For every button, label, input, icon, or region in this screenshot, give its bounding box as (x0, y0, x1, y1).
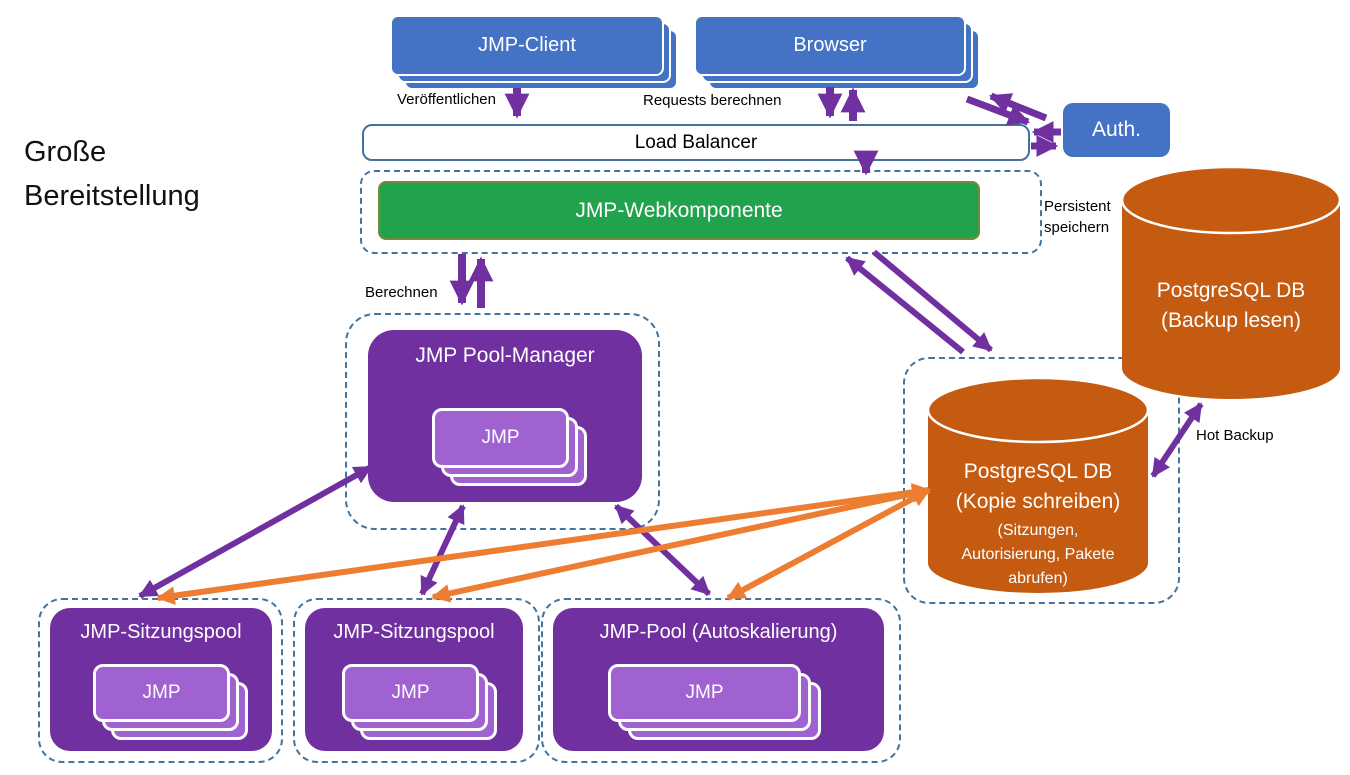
db-backup-body (1122, 200, 1340, 399)
jmp-client-label: JMP-Client (478, 34, 576, 56)
db-backup-label-line1: PostgreSQL DB (1157, 279, 1306, 302)
db-backup-cylinder: PostgreSQL DB (Backup lesen) (1120, 165, 1342, 399)
arrow-auth-to-browser (988, 92, 1048, 122)
browser-node: Browser (694, 15, 966, 76)
pool1-jmp-node: JMP (93, 664, 230, 722)
db-copy-body (928, 410, 1148, 593)
pool1-label: JMP-Sitzungspool (80, 621, 242, 643)
db-copy-container (903, 357, 1180, 604)
edge-label-hot-backup: Hot Backup (1196, 427, 1274, 444)
arrow-db-to-web (845, 255, 965, 355)
load-balancer-node: Load Balancer (362, 124, 1030, 161)
db-copy-label-line2: (Kopie schreiben) (956, 490, 1121, 513)
db-copy-label-line1: PostgreSQL DB (964, 460, 1113, 483)
db-backup-top (1120, 165, 1342, 235)
edge-label-persistent-line2: speichern (1044, 219, 1110, 236)
arrow-browser-to-auth (965, 95, 1031, 126)
pool3-label: JMP-Pool (Autoskalierung) (599, 621, 838, 643)
edge-label-persistent-line1: Persistent (1044, 198, 1111, 215)
pool2-label: JMP-Sitzungspool (333, 621, 495, 643)
pool-manager-jmp-node: JMP (432, 408, 569, 468)
edge-label-berechnen: Berechnen (365, 284, 438, 301)
load-balancer-label: Load Balancer (634, 131, 758, 153)
edge-label-veroeffentlichen: Veröffentlichen (397, 91, 496, 108)
db-copy-label-line4: Autorisierung, Pakete (962, 546, 1115, 563)
db-copy-top (926, 376, 1150, 444)
jmp-label: JMP (685, 682, 724, 703)
diagram-title: Große Bereitstellung (24, 130, 200, 218)
arrow-pm-pool1 (138, 464, 373, 599)
db-backup-label-line2: (Backup lesen) (1161, 309, 1301, 332)
auth-label: Auth. (1091, 118, 1142, 141)
auth-node: Auth. (1063, 103, 1170, 157)
diagram-title-line1: Große (24, 136, 107, 168)
webkomponente-label: JMP-Webkomponente (575, 198, 783, 222)
jmp-label: JMP (391, 682, 430, 703)
jmp-label: JMP (142, 682, 181, 703)
db-copy-label-line5: abrufen) (1008, 570, 1068, 587)
webkomponente-container (360, 170, 1042, 254)
db-copy-label-line3: (Sitzungen, (998, 522, 1079, 539)
arrow-db-pool3 (726, 487, 931, 601)
edge-label-persistent-speichern: Persistent speichern (1044, 196, 1111, 238)
pool2-jmp-node: JMP (342, 664, 479, 722)
db-copy-cylinder: PostgreSQL DB (Kopie schreiben) (Sitzung… (926, 376, 1150, 593)
webkomponente-node: JMP-Webkomponente (378, 181, 980, 240)
diagram-title-line2: Bereitstellung (24, 180, 200, 212)
pool-manager-label: JMP Pool-Manager (415, 344, 595, 367)
browser-label: Browser (793, 34, 867, 56)
jmp-label: JMP (481, 427, 520, 448)
jmp-client-node: JMP-Client (390, 15, 664, 76)
edge-label-requests-berechnen: Requests berechnen (643, 92, 782, 109)
pool3-jmp-node: JMP (608, 664, 801, 722)
arrow-web-to-db (872, 249, 993, 353)
